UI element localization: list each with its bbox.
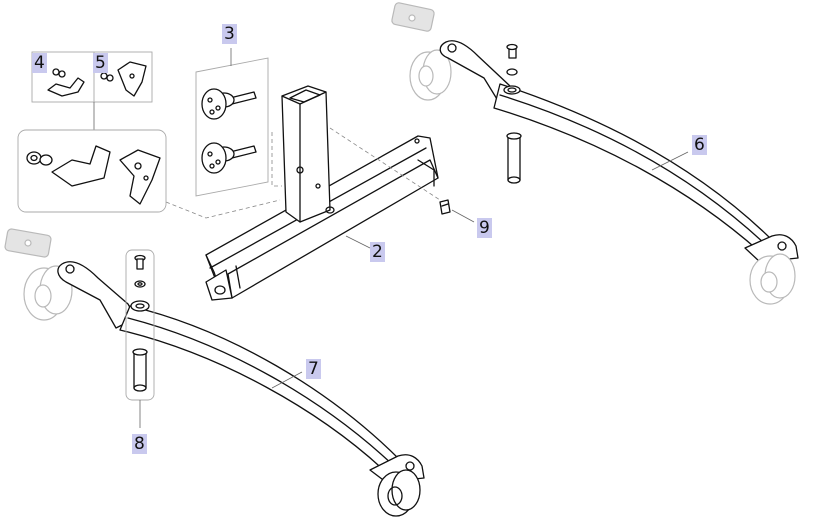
callout-5: 5 (93, 53, 108, 73)
caster-front-left (377, 469, 421, 517)
leg-left-part-7 (4, 228, 425, 517)
callout-2: 2 (370, 242, 385, 262)
callout-8: 8 (132, 434, 147, 454)
clip-part-9 (439, 199, 475, 223)
callout-9: 9 (477, 218, 492, 238)
bracket-kit-parts-4-5 (17, 51, 167, 213)
caster-rear-left-ghost (4, 228, 73, 321)
callout-6: 6 (692, 135, 707, 155)
base-frame-part-2 (205, 85, 439, 301)
caster-rear-right-ghost (391, 2, 452, 101)
pivot-hardware-right (503, 43, 522, 184)
callout-3: 3 (222, 24, 237, 44)
caster-front-right-ghost (749, 253, 796, 305)
pivot-pin-set-part-8 (125, 249, 155, 428)
callout-7: 7 (306, 359, 321, 379)
callout-4: 4 (32, 53, 47, 73)
knob-bolts-part-3 (195, 48, 269, 197)
leg-right-part-6 (391, 2, 799, 305)
knob-bolt-lower (201, 142, 257, 174)
knob-bolt-upper (201, 88, 257, 120)
